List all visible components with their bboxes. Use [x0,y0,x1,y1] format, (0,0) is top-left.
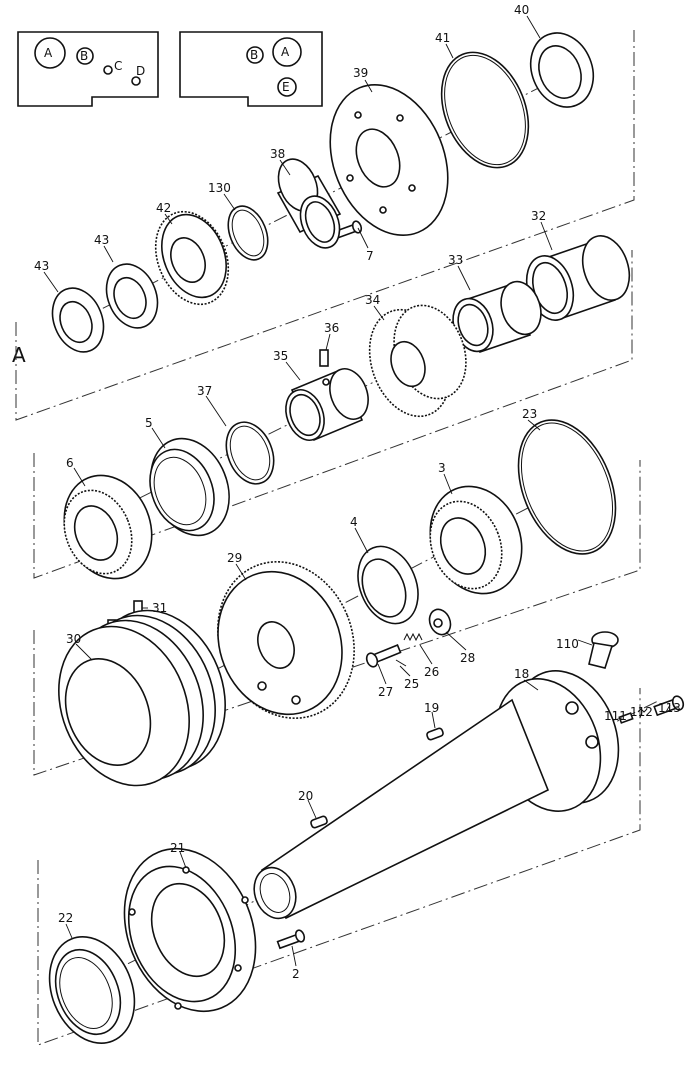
callout-32: 32 [531,209,546,223]
part-36-setscrew [319,349,329,367]
part-26-spring [403,632,423,642]
part-40-ring [529,32,595,108]
part-3-bearing [429,485,523,595]
callout-29: 29 [227,551,242,565]
part-21-flange [123,847,257,1013]
part-27-pin [365,644,402,668]
part-2-screw [276,929,306,950]
callout-42: 42 [156,201,171,215]
callout-7: 7 [366,249,374,263]
inset-port-a: A [281,45,290,59]
part-35-sleeve [285,368,369,442]
part-30-pulley [58,609,226,787]
callout-18: 18 [514,667,529,681]
inset-panel-right: B A E [179,31,323,107]
inset-port-a: A [44,46,53,60]
callout-43: 43 [94,233,109,247]
callout-28: 28 [460,651,475,665]
part-6-bearing [63,474,153,580]
part-113-screw [653,695,685,717]
callout-3: 3 [438,461,446,475]
inset-port-b: B [80,49,88,63]
group-outline-1 [15,30,635,421]
callout-4: 4 [350,515,358,529]
callout-21: 21 [170,841,185,855]
callout-112: 112 [630,705,653,719]
callout-19: 19 [424,701,439,715]
inset-panel-left: A B C D [17,31,159,107]
part-42-gear [154,210,230,306]
callout-22: 22 [58,911,73,925]
callout-31: 31 [152,601,167,615]
callout-6: 6 [66,456,74,470]
callout-25: 25 [404,677,419,691]
part-111-screw [618,712,634,724]
callout-20: 20 [298,789,313,803]
callout-30: 30 [66,632,81,646]
callout-labels: 40 41 39 38 130 42 43 43 7 32 33 34 36 3… [34,3,681,981]
callout-110: 110 [556,637,579,651]
callout-5: 5 [145,416,153,430]
inset-port-b: B [250,48,258,62]
group-outline-2 [33,250,633,579]
group-outline-4 [37,688,641,1046]
callout-40: 40 [514,3,529,17]
part-34-gear [368,304,467,418]
part-37-ring [225,421,275,485]
callout-33: 33 [448,253,463,267]
callout-111: 111 [604,709,627,723]
part-4-ring [357,545,419,625]
part-29-gear [217,561,355,719]
callout-35: 35 [273,349,288,363]
part-5-seal [149,437,230,537]
part-19-key [426,727,444,741]
callout-23: 23 [522,407,537,421]
callout-36: 36 [324,321,339,335]
callout-113: 113 [658,701,681,715]
part-33-bushing [452,280,542,354]
callout-130: 130 [208,181,231,195]
part-18-spindle [253,670,620,920]
part-130-ring [227,205,269,261]
callout-39: 39 [353,66,368,80]
callout-27: 27 [378,685,393,699]
part-38-sleeve [276,158,342,249]
inset-port-d: D [136,64,145,78]
part-39-flange [329,84,449,236]
inset-port-c: C [114,59,122,73]
part-23-o-ring [517,419,617,555]
part-43-nut-right [105,263,159,329]
inset-port-e: E [282,80,290,94]
part-28-cap [428,608,452,636]
callout-41: 41 [435,31,450,45]
callout-43: 43 [34,259,49,273]
view-label: A [12,343,26,367]
part-25-key [395,659,407,667]
part-112-spring [637,708,648,713]
part-110-fitting [588,631,619,669]
part-43-nut-left [51,287,105,353]
part-20-key [310,815,328,829]
callout-leaders [43,15,671,967]
callout-37: 37 [197,384,212,398]
callout-26: 26 [424,665,439,679]
callout-34: 34 [365,293,380,307]
part-41-o-ring [440,51,530,169]
part-22-ring [48,936,136,1044]
callout-2: 2 [292,967,300,981]
callout-38: 38 [270,147,285,161]
